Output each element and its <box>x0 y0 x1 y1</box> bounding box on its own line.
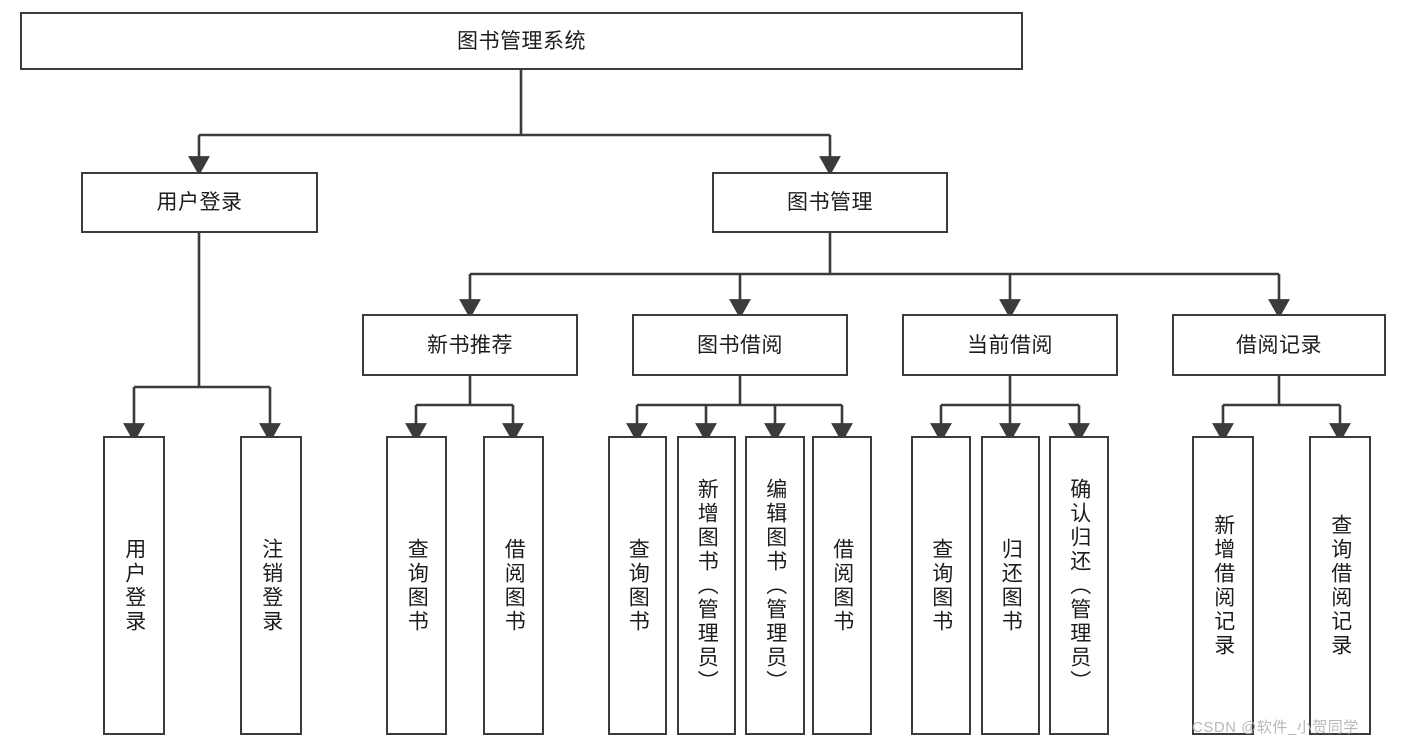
node-leaf-borrow-book-rec-label: 借阅图书 <box>502 537 526 634</box>
node-leaf-query-book-rec-label: 查询图书 <box>405 537 429 634</box>
node-leaf-return-book[interactable]: 归还图书 <box>981 436 1040 735</box>
node-leaf-query-book-current[interactable]: 查询图书 <box>911 436 971 735</box>
node-book-borrow-label: 图书借阅 <box>697 333 783 357</box>
node-leaf-query-book-borrow[interactable]: 查询图书 <box>608 436 667 735</box>
node-new-book-rec[interactable]: 新书推荐 <box>362 314 578 376</box>
node-leaf-user-login-label: 用户登录 <box>122 537 146 634</box>
node-leaf-add-book-admin[interactable]: 新增图书（管理员） <box>677 436 736 735</box>
node-leaf-confirm-return-admin-label: 确认归还（管理员） <box>1067 477 1091 694</box>
node-root-label: 图书管理系统 <box>457 29 586 53</box>
node-new-book-rec-label: 新书推荐 <box>427 333 513 357</box>
edges-newbookrec-to-leaves <box>405 376 524 443</box>
node-leaf-add-borrow-record[interactable]: 新增借阅记录 <box>1192 436 1254 735</box>
node-leaf-borrow-book-rec[interactable]: 借阅图书 <box>483 436 544 735</box>
node-leaf-borrow-book[interactable]: 借阅图书 <box>812 436 872 735</box>
node-leaf-query-book-borrow-label: 查询图书 <box>626 537 650 634</box>
node-leaf-edit-book-admin[interactable]: 编辑图书（管理员） <box>745 436 805 735</box>
node-borrow-record-label: 借阅记录 <box>1236 333 1322 357</box>
node-leaf-add-borrow-record-label: 新增借阅记录 <box>1211 513 1235 658</box>
node-leaf-query-book-rec[interactable]: 查询图书 <box>386 436 447 735</box>
node-root[interactable]: 图书管理系统 <box>20 12 1023 70</box>
edges-root-to-level2 <box>188 70 841 176</box>
node-user-login[interactable]: 用户登录 <box>81 172 318 233</box>
edges-currentborrow-to-leaves <box>930 376 1090 443</box>
node-leaf-user-login[interactable]: 用户登录 <box>103 436 165 735</box>
node-leaf-borrow-book-label: 借阅图书 <box>830 537 854 634</box>
edges-userlogin-to-leaves <box>123 233 281 443</box>
node-borrow-record[interactable]: 借阅记录 <box>1172 314 1386 376</box>
node-leaf-edit-book-admin-label: 编辑图书（管理员） <box>763 477 787 694</box>
node-current-borrow-label: 当前借阅 <box>967 333 1053 357</box>
node-leaf-logout[interactable]: 注销登录 <box>240 436 302 735</box>
node-leaf-confirm-return-admin[interactable]: 确认归还（管理员） <box>1049 436 1109 735</box>
node-current-borrow[interactable]: 当前借阅 <box>902 314 1118 376</box>
node-leaf-query-borrow-record[interactable]: 查询借阅记录 <box>1309 436 1371 735</box>
edges-borrowrecord-to-leaves <box>1212 376 1351 443</box>
node-book-manage-label: 图书管理 <box>787 191 873 214</box>
node-leaf-add-book-admin-label: 新增图书（管理员） <box>695 477 719 694</box>
node-leaf-query-book-current-label: 查询图书 <box>929 537 953 634</box>
node-leaf-logout-label: 注销登录 <box>259 537 283 634</box>
node-user-login-label: 用户登录 <box>156 191 243 214</box>
edges-bookborrow-to-leaves <box>626 376 853 443</box>
node-leaf-return-book-label: 归还图书 <box>999 537 1023 634</box>
node-leaf-query-borrow-record-label: 查询借阅记录 <box>1328 513 1352 658</box>
node-book-borrow[interactable]: 图书借阅 <box>632 314 848 376</box>
edges-bookmanage-to-level3 <box>459 233 1290 319</box>
node-book-manage[interactable]: 图书管理 <box>712 172 948 233</box>
